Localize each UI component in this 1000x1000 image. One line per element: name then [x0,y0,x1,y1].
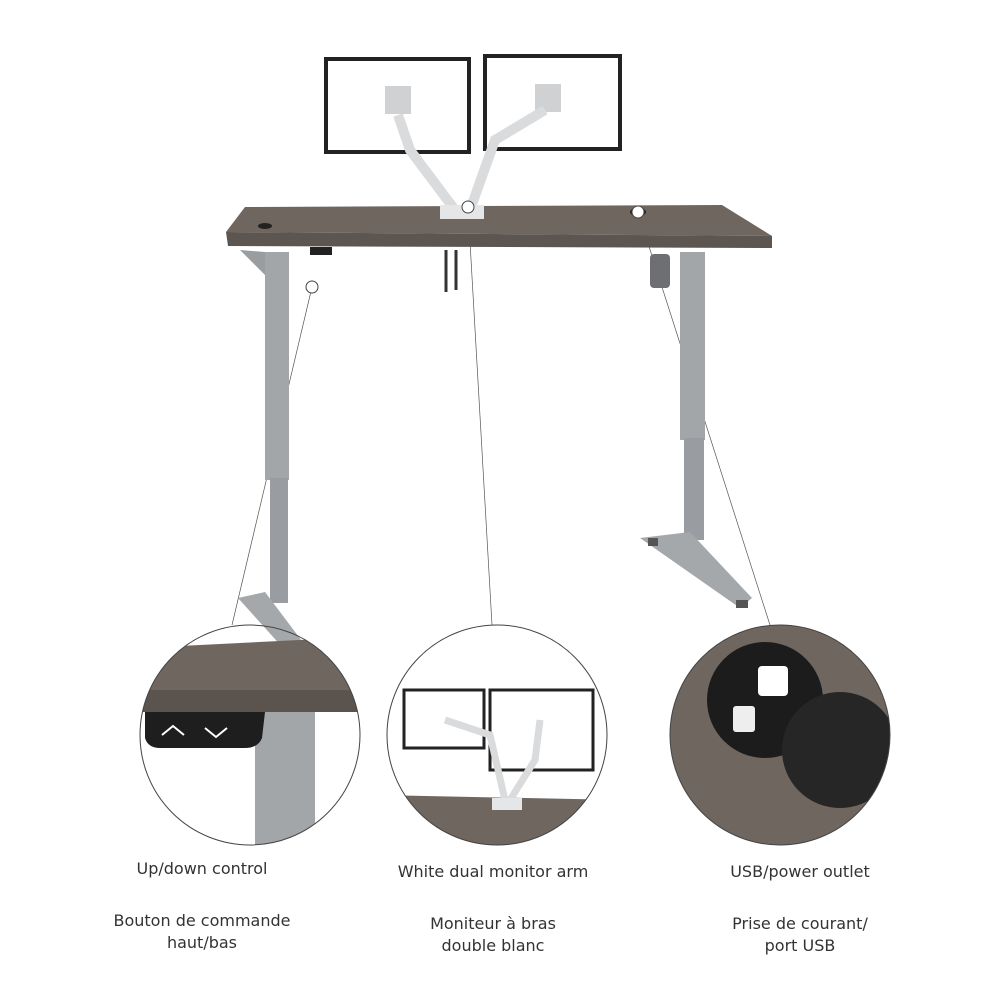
detail-usb-outlet [669,624,891,846]
dual-monitor-arm [324,54,622,219]
feature-label-updown-en: Up/down control [136,859,268,878]
control-panel-icon [145,712,265,748]
feature-label-updown-fr-1: Bouton de commande [113,911,291,930]
feature-label-usb-fr-1: Prise de courant/ [732,914,868,933]
feature-label-arm-fr-2: double blanc [441,936,545,955]
grommet-cover-icon [782,692,890,808]
feature-label-arm-en: White dual monitor arm [397,862,589,881]
chevron-down-icon [204,727,228,739]
detail-updown-control [139,624,361,846]
power-outlet-icon [758,666,788,696]
detail-monitor-arm [386,624,608,846]
feature-label-usb-fr-2: port USB [764,936,836,955]
feature-label-usb-en: USB/power outlet [730,862,870,881]
desk-frame [238,250,752,678]
feature-label-updown-fr-2: haut/bas [166,933,238,952]
chevron-up-icon [161,724,185,736]
feature-label-arm-fr-1: Moniteur à bras [430,914,556,933]
usb-port-icon [733,706,755,732]
